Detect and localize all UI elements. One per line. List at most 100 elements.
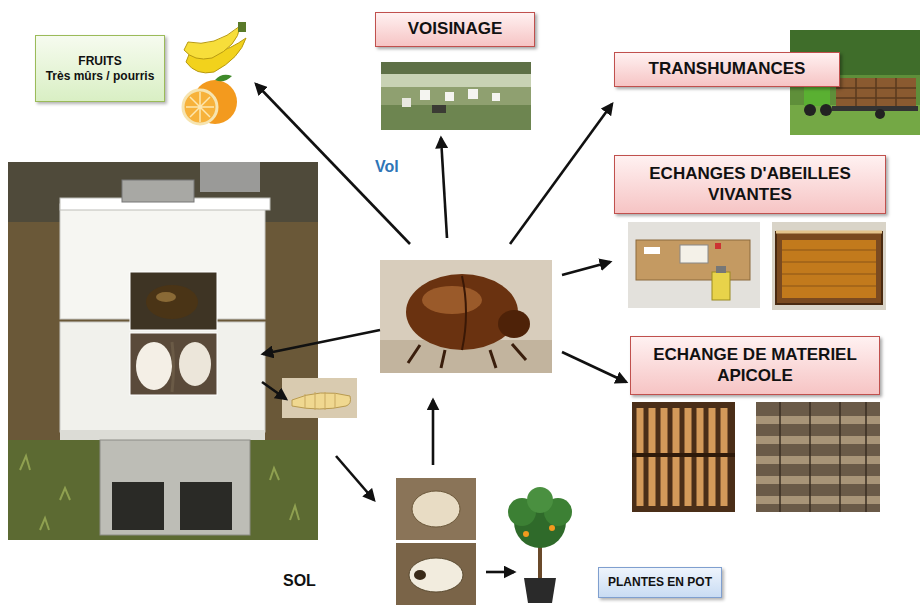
bee-package-photo <box>712 272 730 300</box>
arrow <box>256 84 626 572</box>
bee-frame-photo <box>782 250 876 286</box>
bee-package-photo <box>716 266 726 273</box>
hive-photo <box>122 180 194 202</box>
arrow <box>510 104 612 244</box>
larva-photo <box>282 378 357 418</box>
hive-photo <box>200 162 260 192</box>
hive-photo <box>8 440 318 540</box>
box-title: TRANSHUMANCES <box>649 59 806 79</box>
hive-photo <box>179 342 211 386</box>
equipment-photo <box>632 402 880 512</box>
bee-frame-photo <box>776 232 882 304</box>
arrow <box>441 138 447 238</box>
bee-package-photo <box>715 243 721 249</box>
arrow <box>336 456 374 500</box>
hive-photo <box>180 482 232 530</box>
beetle-photo <box>406 274 518 350</box>
beetle-photo <box>462 276 466 350</box>
transhumance-photo <box>836 78 916 108</box>
pupa-photo <box>414 570 426 580</box>
box-title: VOISINAGE <box>408 19 502 39</box>
fruit-picture <box>183 22 246 124</box>
apiary-photo <box>445 92 454 101</box>
hive-photo <box>172 342 174 392</box>
bee-package-photo <box>680 245 708 263</box>
fruit-picture <box>183 90 217 124</box>
equipment-photo <box>632 402 735 512</box>
apiary-photo <box>492 93 500 101</box>
apiary-photo <box>381 62 531 74</box>
hive-photo <box>156 292 176 302</box>
hive-photo <box>146 285 198 319</box>
beetle-photo <box>380 260 552 373</box>
box-title: ECHANGES D'ABEILLES VIVANTES <box>623 164 877 205</box>
transhumance-photo <box>804 84 830 106</box>
pathway-box: ECHANGES D'ABEILLES VIVANTES <box>614 155 886 214</box>
box-title: FRUITS <box>78 54 121 68</box>
equipment-photo <box>756 420 880 500</box>
bee-package-photo <box>644 247 660 254</box>
arrow <box>262 382 286 399</box>
potted-plant-picture <box>523 531 529 537</box>
equipment-photo <box>756 402 880 512</box>
apiary-photo <box>432 105 446 113</box>
pathway-box: PLANTES EN POT <box>598 567 722 598</box>
soil-label: SOL <box>283 572 316 590</box>
bee-package-photo <box>636 240 750 280</box>
box-title: ECHANGE DE MATERIEL APICOLE <box>639 345 871 386</box>
hive-photo <box>130 333 217 395</box>
bee-frame-photo <box>772 222 886 310</box>
arrow <box>263 330 380 354</box>
fruit-picture <box>215 75 232 82</box>
pathway-box: VOISINAGE <box>375 12 535 47</box>
transhumance-photo <box>832 106 918 111</box>
pupa-photo <box>412 491 460 527</box>
larva-photo <box>282 378 357 418</box>
hive-photo <box>136 342 172 390</box>
apiary-photo <box>420 90 430 100</box>
flight-label: Vol <box>375 158 399 176</box>
transhumance-photo <box>820 104 832 116</box>
box-text: Très mûrs / pourris <box>46 69 155 83</box>
potted-plant-picture <box>527 487 553 513</box>
fruit-picture <box>186 92 214 122</box>
pupa-photo <box>396 478 476 540</box>
apiary-photo <box>381 62 531 130</box>
bee-frame-photo <box>776 231 882 234</box>
beetle-photo <box>380 260 552 373</box>
potted-plant-picture <box>508 487 572 603</box>
potted-plant-picture <box>549 525 555 531</box>
arrow <box>432 400 435 465</box>
pathway-box: TRANSHUMANCES <box>614 52 840 87</box>
hive-photo <box>100 440 250 535</box>
transhumance-photo <box>790 105 920 135</box>
arrow <box>562 352 626 382</box>
arrow <box>486 571 514 574</box>
bee-frame-photo <box>782 240 876 298</box>
potted-plant-picture <box>524 578 556 603</box>
hive-photo <box>60 430 265 440</box>
transhumance-photo <box>875 109 885 119</box>
pupa-photo <box>409 558 463 592</box>
hive-photo <box>60 204 265 319</box>
hive-photo <box>60 322 265 432</box>
pupa-photo <box>396 478 476 605</box>
apiary-photo <box>381 62 531 130</box>
larva-photo <box>305 392 335 410</box>
larva-photo <box>292 393 351 409</box>
bee-frame-photo <box>772 222 886 310</box>
apiary-photo <box>402 98 411 107</box>
beetle-photo <box>498 310 530 338</box>
apiary-photo <box>381 62 531 87</box>
source-box: FRUITSTrès mûrs / pourris <box>35 35 165 102</box>
bee-package-photo <box>628 222 760 308</box>
bee-package-photo <box>628 222 760 308</box>
apiary-photo <box>468 89 478 99</box>
pupa-photo <box>396 543 476 605</box>
arrow <box>256 84 410 244</box>
fruit-picture <box>184 26 240 59</box>
pathway-box: ECHANGE DE MATERIEL APICOLE <box>630 336 880 395</box>
hive-photo <box>130 272 217 330</box>
box-title: PLANTES EN POT <box>608 575 712 589</box>
